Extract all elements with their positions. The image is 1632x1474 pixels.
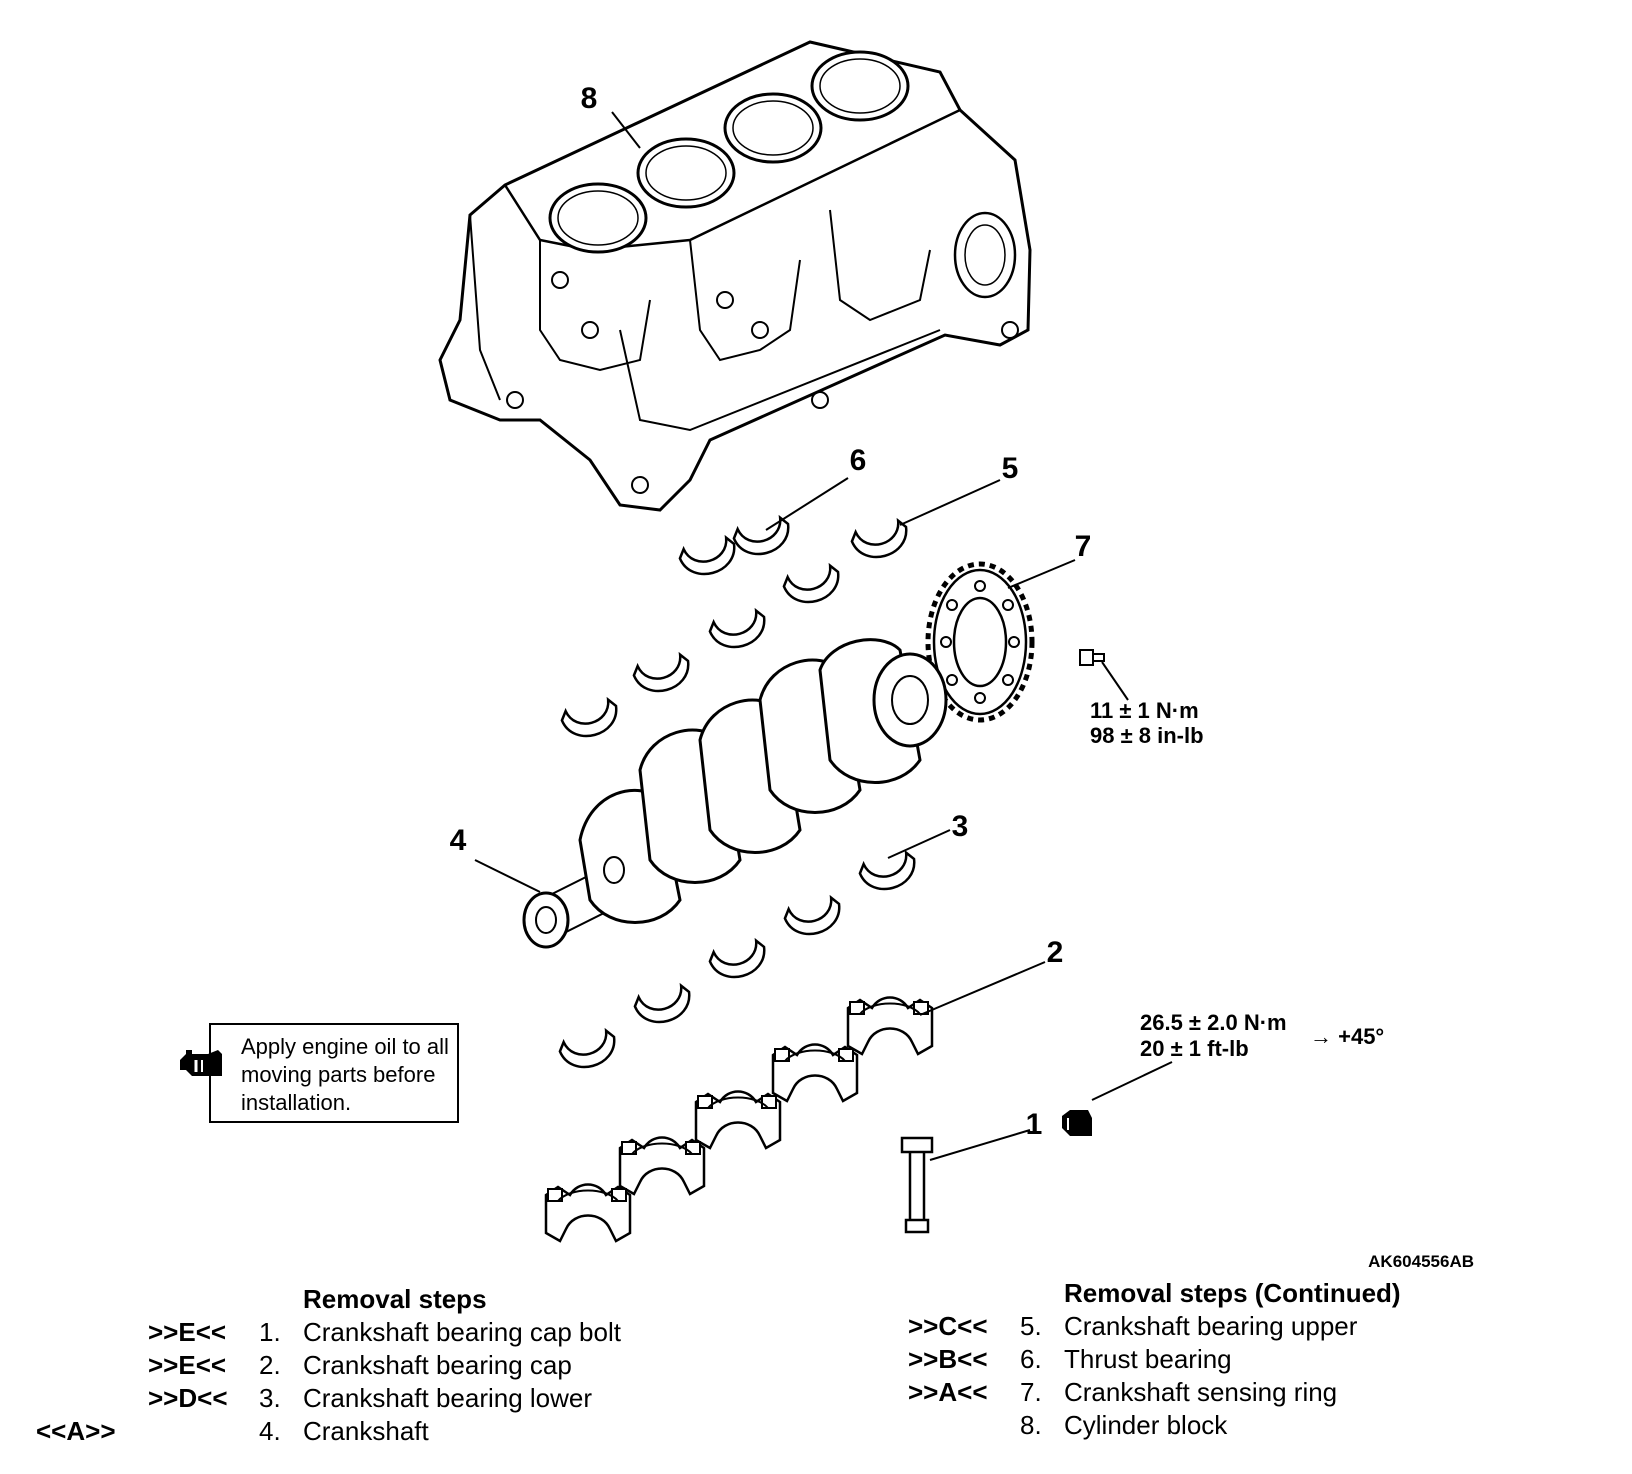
callout-2: 2 [1047,936,1064,969]
removal-step-7: >>A<< 7. Crankshaft sensing ring [0,1377,1500,1409]
step-number: 2. [259,1350,281,1380]
step-number: 1. [259,1317,281,1347]
removal-step-1: >>E<< 1. Crankshaft bearing cap bolt [0,1317,800,1349]
step-marker: >>A<< [908,1377,988,1407]
step-number: 7. [1020,1377,1042,1407]
step-marker: >>E<< [148,1350,227,1380]
figure-code: AK604556AB [1368,1252,1474,1271]
crankshaft-bearing-caps [544,996,934,1243]
step-name: Thrust bearing [1064,1344,1232,1374]
callout-6: 6 [850,444,867,477]
thrust-bearings [676,514,796,582]
torque-sensing-ring-nm: 11 ± 1 N·m [1090,698,1199,723]
removal-step-6: >>B<< 6. Thrust bearing [0,1344,1500,1376]
callout-3: 3 [952,810,969,843]
cylinder-block [438,40,1032,512]
step-name: Crankshaft bearing cap bolt [303,1317,621,1347]
callout-8: 8 [581,82,598,115]
engine-oil-can-icon [178,1046,226,1080]
engine-oil-can-icon [1062,1110,1092,1136]
step-marker: >>B<< [908,1344,988,1374]
sensing-ring-bolt [1079,649,1105,666]
step-marker: <<A>> [36,1416,116,1446]
step-name: Crankshaft bearing upper [1064,1311,1358,1341]
callout-5: 5 [1002,452,1019,485]
step-number: 6. [1020,1344,1042,1374]
engine-oil-note: Apply engine oil to all moving parts bef… [209,1023,459,1123]
engine-oil-note-text: Apply engine oil to all moving parts bef… [241,1034,449,1115]
callout-7: 7 [1075,530,1092,563]
torque-cap-bolt-angle: → +45° [1310,1024,1384,1049]
step-name: Cylinder block [1064,1410,1228,1440]
step-marker: >>C<< [908,1311,988,1341]
torque-cap-bolt-ftlb: 20 ± 1 ft-lb [1140,1036,1249,1061]
crankshaft-sensing-ring [925,561,1035,723]
removal-steps-heading: Removal steps [303,1284,487,1314]
torque-sensing-ring-inlb: 98 ± 8 in-lb [1090,723,1204,748]
removal-step-5: >>C<< 5. Crankshaft bearing upper [0,1311,1500,1343]
leader-lines [474,111,1173,1161]
step-marker: >>D<< [148,1383,228,1413]
callout-1: 1 [1026,1108,1043,1141]
step-number: 5. [1020,1311,1042,1341]
removal-step-3: >>D<< 3. Crankshaft bearing lower [0,1383,800,1415]
callout-4: 4 [450,824,467,857]
torque-cap-bolt-nm: 26.5 ± 2.0 N·m [1140,1010,1287,1035]
removal-step-8: 8. Cylinder block [0,1410,1500,1442]
removal-steps-continued-heading: Removal steps (Continued) [1064,1278,1401,1308]
step-name: Crankshaft bearing cap [303,1350,572,1380]
step-name: Crankshaft bearing lower [303,1383,593,1413]
step-number: 8. [1020,1410,1042,1440]
step-name: Crankshaft sensing ring [1064,1377,1338,1407]
crankshaft [522,638,948,949]
step-name: Crankshaft [303,1416,429,1446]
removal-step-4: <<A>> 4. Crankshaft [0,1416,800,1448]
removal-step-2: >>E<< 2. Crankshaft bearing cap [0,1350,800,1382]
step-number: 3. [259,1383,281,1413]
step-marker: >>E<< [148,1317,227,1347]
bearing-cap-bolt [900,1136,934,1234]
step-number: 4. [259,1416,281,1446]
